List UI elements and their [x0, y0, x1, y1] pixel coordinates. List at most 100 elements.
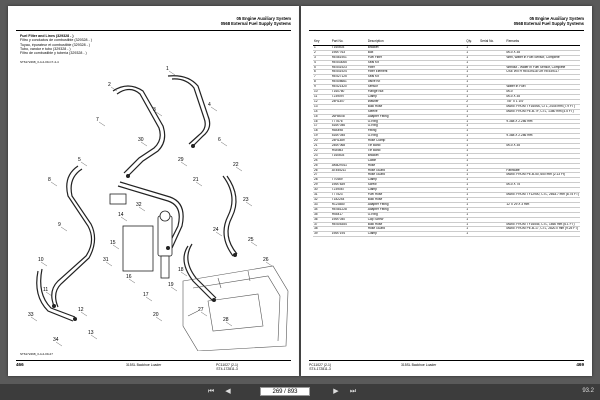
callout-label: 12	[78, 307, 84, 313]
last-page-button[interactable]: ⏭	[349, 388, 357, 395]
cell-description: Clamp	[366, 187, 466, 194]
callout-label: 33	[28, 312, 34, 318]
callout-label: 8	[48, 177, 51, 183]
callout-leader	[145, 296, 153, 302]
caption-line: Filtro y conductos de combustible (32932…	[20, 38, 92, 43]
callout-leader	[200, 311, 208, 317]
cell-serial-no	[479, 197, 506, 203]
cell-qty: 1	[465, 182, 480, 189]
cell-remarks: MAKE FROM PE-B-17, CTL, 2820.0 mm (9.25 …	[505, 226, 580, 233]
cell-part-no: 24H1389	[330, 138, 367, 145]
right-footer-title: 315SL Backhoe Loader	[401, 363, 436, 367]
cell-description: Bracket	[366, 45, 466, 51]
cell-serial-no	[479, 45, 506, 51]
callout-label: 6	[218, 137, 221, 143]
cell-qty: 1	[465, 79, 480, 86]
cell-key: 1	[313, 45, 331, 51]
cell-serial-no	[479, 222, 506, 228]
callout-leader	[105, 261, 113, 267]
cell-part-no: 19M7194	[330, 231, 367, 238]
callout-leader	[170, 286, 178, 292]
next-page-button[interactable]: ▶	[333, 388, 339, 395]
cell-description: Clamp	[366, 177, 466, 184]
cell-part-no	[330, 104, 367, 110]
cell-description: Tie Band	[366, 148, 466, 154]
cell-qty: 1	[465, 123, 480, 130]
callout-leader	[128, 278, 136, 284]
cell-serial-no	[479, 109, 506, 115]
cell-key: 31	[313, 192, 331, 198]
cell-key: 28	[313, 177, 331, 184]
cell-qty: 1	[465, 128, 480, 135]
cell-key: 33	[313, 202, 331, 208]
footer-rule	[16, 360, 291, 361]
cell-description: Fitting	[366, 128, 466, 135]
cell-serial-no	[479, 158, 506, 164]
cell-qty: 1	[465, 231, 480, 238]
cell-part-no	[330, 226, 367, 233]
cell-remarks: M10	[505, 89, 580, 95]
cell-key: 30	[313, 187, 331, 194]
cell-remarks: USE WITH RE539118 OR RE539117	[505, 69, 580, 76]
cell-key: 22	[313, 148, 331, 154]
callout-label: 24	[213, 227, 219, 233]
cell-serial-no	[479, 207, 506, 213]
cell-part-no: H55417	[330, 212, 367, 218]
callout-label: 7	[96, 117, 99, 123]
cell-part-no: T160603	[330, 45, 367, 51]
cell-qty: 1	[465, 60, 480, 66]
cell-part-no: R84498	[330, 128, 367, 135]
cell-remarks: M10 X 35	[505, 50, 580, 56]
cell-qty: 1	[465, 192, 480, 198]
callout-label: 10	[38, 257, 44, 263]
cell-description: Seal Kit	[366, 74, 466, 81]
cell-part-no: T70469	[330, 177, 367, 184]
cell-description: O-Ring	[366, 123, 466, 130]
caption-line: Tubo, vandor e tubo (329328 - )	[20, 46, 71, 51]
cell-part-no: RE505354	[330, 222, 367, 228]
cell-part-no: T77676	[330, 119, 367, 125]
cell-part-no: T77523	[330, 192, 367, 198]
cell-key: 17	[313, 123, 331, 130]
cell-serial-no	[479, 119, 506, 125]
cell-description: Sleeve	[366, 109, 466, 115]
cell-part-no: RE561901	[330, 55, 367, 61]
cell-remarks: Without - Water In Fuel Sensor, Complete	[505, 65, 580, 71]
cell-part-no: 19M7839	[330, 182, 367, 189]
cell-part-no: T182244	[330, 197, 367, 203]
callout-label: 9	[58, 222, 61, 228]
cell-serial-no	[479, 133, 506, 140]
cell-part-no: 24M7068	[330, 143, 367, 149]
first-page-button[interactable]: ⏮	[207, 388, 215, 395]
page-number: 469	[576, 362, 584, 367]
col-part-no: Part No.	[330, 39, 367, 46]
callout-leader	[180, 161, 188, 167]
cell-serial-no	[479, 89, 506, 95]
cell-description: Hose Clamp	[366, 138, 466, 145]
cell-description: Fuel Filter	[366, 55, 466, 61]
prev-page-button[interactable]: ◀	[225, 388, 231, 395]
cell-qty: 1	[465, 197, 480, 203]
cell-description: Cable	[366, 158, 466, 164]
callout-label: 31	[103, 257, 109, 263]
col-remarks: Remarks	[505, 39, 580, 46]
header-section: 05 Engine Auxiliary System	[236, 16, 291, 21]
cell-serial-no	[479, 65, 506, 71]
col-serial-no: Serial No.	[479, 39, 506, 46]
callout-leader	[265, 261, 273, 267]
cell-remarks	[505, 79, 580, 86]
cell-serial-no	[479, 138, 506, 145]
cell-description: Valve Kit	[366, 79, 466, 86]
cell-qty: 1	[465, 114, 480, 120]
page-number-input[interactable]: 269 / 893	[260, 387, 310, 396]
cell-qty: 1	[465, 226, 480, 233]
cell-key: 12	[313, 99, 331, 105]
callout-label: 26	[263, 257, 269, 263]
cell-remarks	[505, 153, 580, 159]
cell-part-no: 19M7763	[330, 50, 367, 56]
zoom-level[interactable]: 93.2	[582, 388, 594, 394]
